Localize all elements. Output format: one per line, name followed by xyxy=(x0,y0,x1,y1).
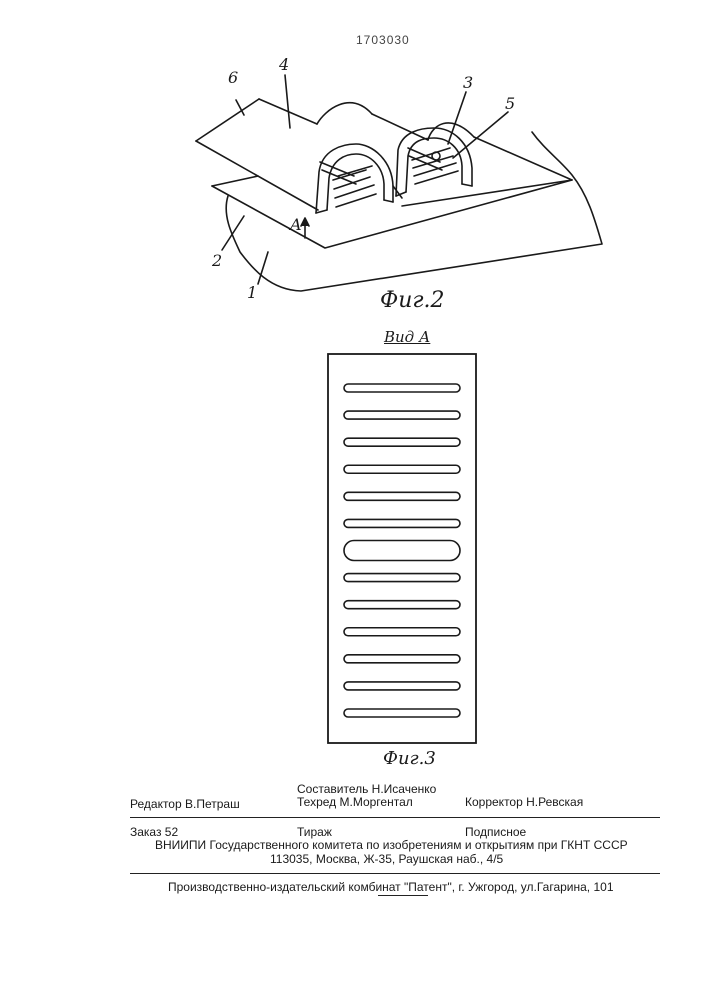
slot xyxy=(344,682,460,690)
publisher-underline xyxy=(378,895,428,896)
label-3: 3 xyxy=(463,73,473,92)
slot xyxy=(344,541,460,561)
figure-2-caption: Фиг.2 xyxy=(380,288,445,313)
arrow-a-label: A xyxy=(288,215,302,234)
compiler: Составитель Н.Исаченко xyxy=(297,782,436,796)
order: Заказ 52 xyxy=(130,825,178,839)
label-4: 4 xyxy=(278,55,289,74)
slot xyxy=(344,601,460,609)
label-2: 2 xyxy=(211,251,222,270)
divider-2 xyxy=(130,873,660,874)
slot xyxy=(344,465,460,473)
cover-part-6 xyxy=(196,99,259,141)
figure-3-caption: Фиг.3 xyxy=(383,748,436,769)
plate-part-2 xyxy=(212,180,572,248)
circulation: Тираж xyxy=(297,825,332,839)
slot xyxy=(344,492,460,500)
label-5: 5 xyxy=(505,94,515,113)
publisher: Производственно-издательский комбинат "П… xyxy=(168,880,614,894)
slot xyxy=(344,384,460,392)
divider-1 xyxy=(130,817,660,818)
view-a-plate xyxy=(328,354,476,743)
slot xyxy=(344,709,460,717)
slot xyxy=(344,438,460,446)
slot xyxy=(344,655,460,663)
slot xyxy=(344,411,460,419)
editor: Редактор В.Петраш xyxy=(130,797,240,811)
channel-left xyxy=(317,103,372,124)
organization: ВНИИПИ Государственного комитета по изоб… xyxy=(155,838,628,852)
tech-editor: Техред М.Моргентал xyxy=(297,795,413,809)
figure-2-drawing: 6 4 3 5 2 1 A xyxy=(0,0,707,330)
slot xyxy=(344,574,460,582)
corrector: Корректор Н.Ревская xyxy=(465,795,583,809)
label-6: 6 xyxy=(228,68,238,87)
view-a-title: Вид А xyxy=(384,328,430,346)
subscription: Подписное xyxy=(465,825,526,839)
base-part-1 xyxy=(226,132,602,291)
address: 113035, Москва, Ж-35, Раушская наб., 4/5 xyxy=(270,852,503,866)
label-1: 1 xyxy=(247,283,257,302)
slot xyxy=(344,519,460,527)
slot xyxy=(344,628,460,636)
